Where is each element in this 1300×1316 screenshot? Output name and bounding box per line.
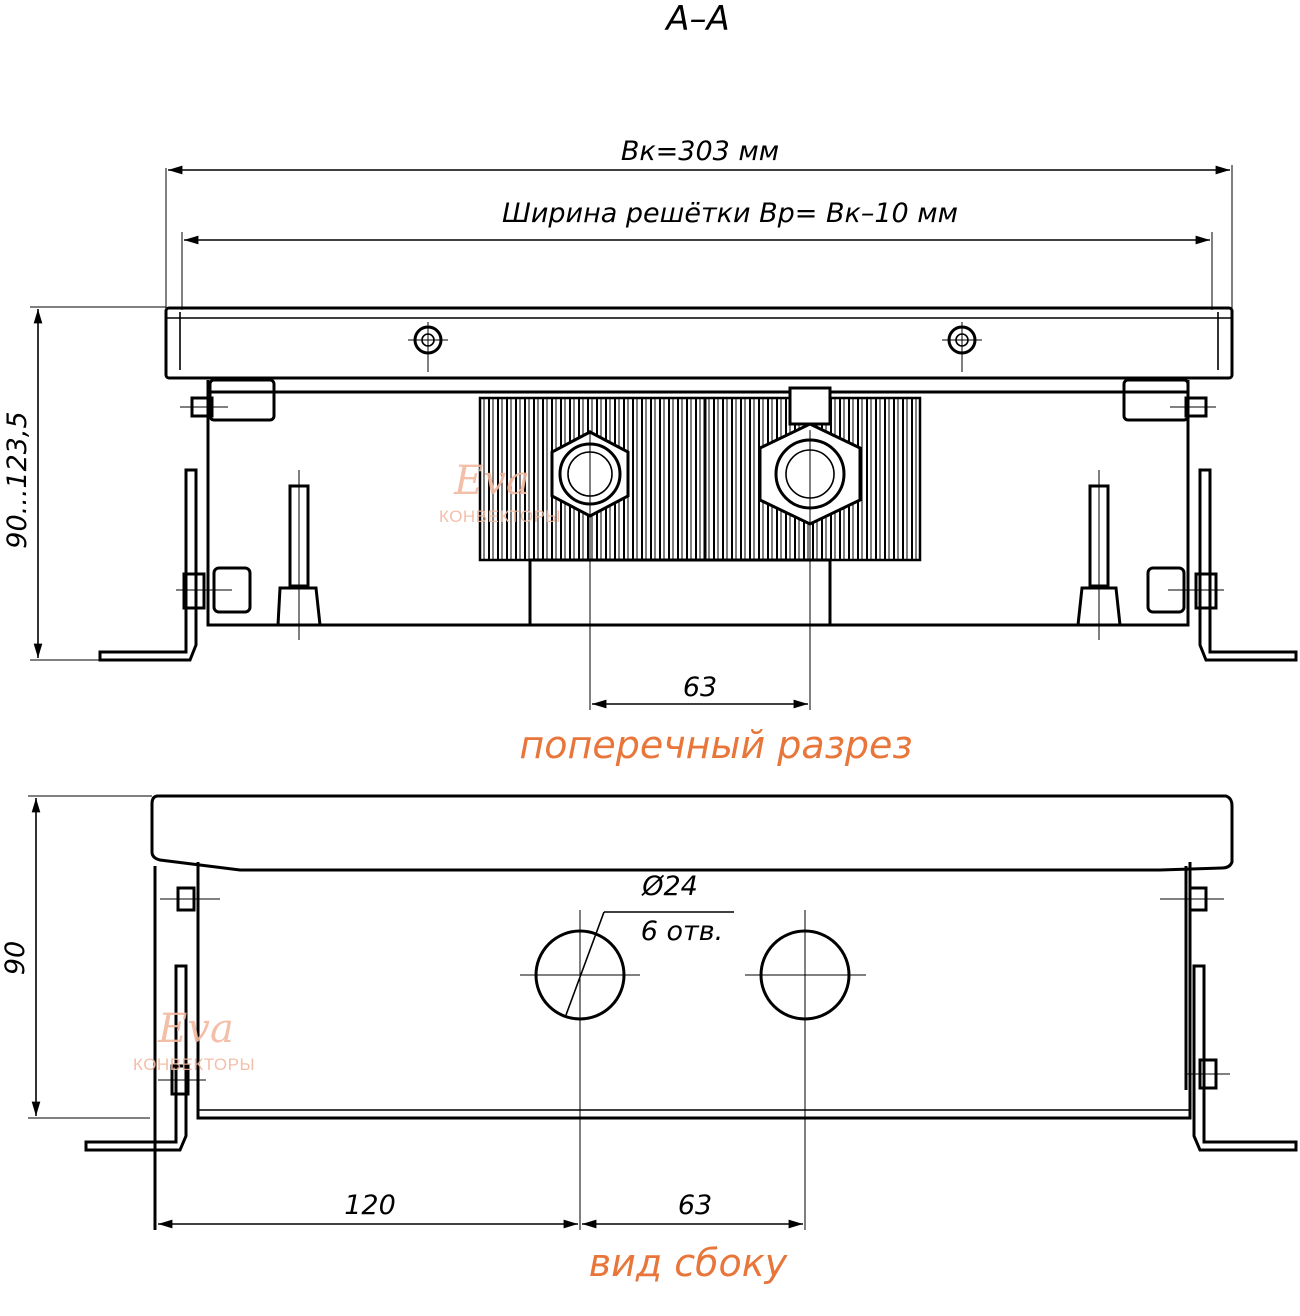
grille-hole-left xyxy=(408,322,448,372)
side-hole-left xyxy=(520,910,734,1230)
side-spacing-label: 63 xyxy=(678,1190,712,1221)
support-left xyxy=(276,470,322,640)
section-label: A–A xyxy=(664,0,730,39)
grille-width-label: Ширина решётки Bр= Bк–10 мм xyxy=(502,198,958,229)
cross-section-view: Bк=303 мм Ширина решётки Bр= Bк–10 мм xyxy=(2,136,1298,767)
side-hole-right xyxy=(745,910,866,1230)
pipe-fitting-left xyxy=(550,430,630,710)
spacing-dimension: 63 xyxy=(592,672,808,709)
grille-width-dimension: Ширина решётки Bр= Bк–10 мм xyxy=(181,198,1213,310)
foot-right xyxy=(1198,468,1298,662)
heat-exchanger xyxy=(478,386,922,710)
side-foot-left xyxy=(84,964,188,1152)
cross-section-caption: поперечный разрез xyxy=(519,723,912,767)
foot-left xyxy=(98,468,198,662)
watermark-text: КОНВЕКТОРЫ xyxy=(133,1055,255,1074)
side-grille xyxy=(150,794,1234,872)
width-label: Bк=303 мм xyxy=(621,136,779,167)
support-right xyxy=(1076,470,1122,640)
side-height-dimension: 90 xyxy=(0,795,152,1119)
side-view-caption: вид сбоку xyxy=(589,1241,788,1285)
hole-diameter-label: Ø24 xyxy=(641,871,698,902)
hole-count-label: 6 отв. xyxy=(641,916,724,947)
side-view: Ø24 6 отв. 90 120 63 вид сбоку xyxy=(0,794,1298,1285)
spacing-label: 63 xyxy=(683,672,717,703)
watermark-script: Eva xyxy=(157,1006,234,1052)
side-height-label: 90 xyxy=(0,941,31,975)
watermark-lower: Eva КОНВЕКТОРЫ xyxy=(133,1006,255,1074)
width-dimension: Bк=303 мм xyxy=(165,136,1233,310)
height-dimension: 90...123,5 xyxy=(2,306,166,661)
height-label: 90...123,5 xyxy=(2,411,33,548)
watermark-text: КОНВЕКТОРЫ xyxy=(439,507,561,526)
pipe-fitting-right xyxy=(758,386,862,710)
watermark-upper: Eva КОНВЕКТОРЫ xyxy=(439,458,561,526)
offset-label: 120 xyxy=(344,1190,396,1221)
grille-bar xyxy=(164,306,1234,380)
grille-hole-right xyxy=(942,322,982,372)
side-foot-right xyxy=(1192,964,1298,1152)
watermark-script: Eva xyxy=(453,458,530,504)
side-bottom-dimensions: 120 63 xyxy=(158,1190,803,1229)
side-housing xyxy=(196,862,1192,1120)
